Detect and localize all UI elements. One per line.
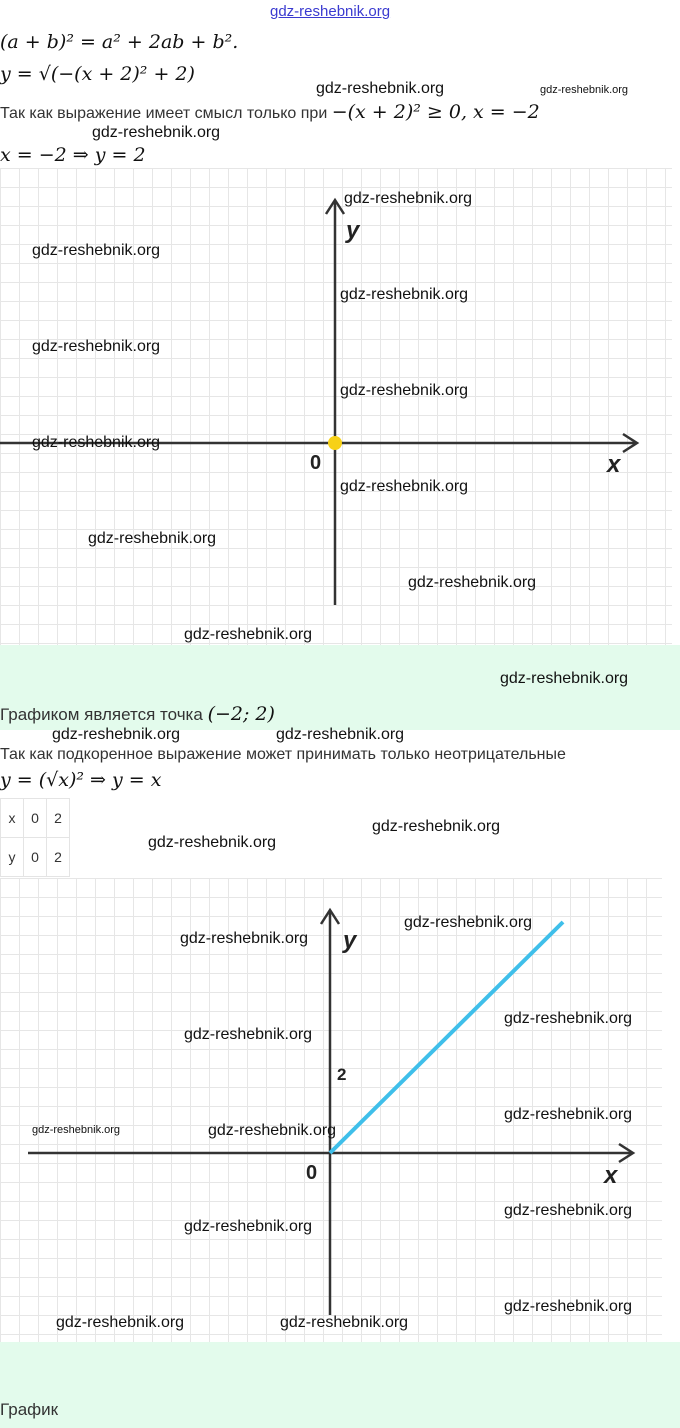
graph2-x-label: x	[604, 1162, 618, 1189]
watermark: gdz-reshebnik.org	[276, 726, 405, 743]
graph2-line-y-equals-x	[328, 920, 565, 1155]
graph1-y-arrow	[324, 197, 346, 215]
graph1-origin-label: 0	[310, 452, 322, 474]
caption2: График	[0, 1400, 59, 1419]
table-cell: y	[0, 837, 24, 877]
caption1: Графиком является точка (−2; 2)	[0, 702, 275, 726]
graph1-x-label: x	[607, 451, 621, 478]
watermark: gdz-reshebnik.org	[340, 382, 469, 399]
watermark: gdz-reshebnik.org	[208, 1122, 337, 1139]
formula-result: x = −2 ⇒ y = 2	[0, 144, 146, 166]
graph2-tick-2: 2	[337, 1065, 347, 1084]
watermark: gdz-reshebnik.org	[504, 1298, 633, 1315]
watermark: gdz-reshebnik.org	[372, 818, 501, 835]
watermark: gdz-reshebnik.org	[504, 1106, 633, 1123]
graph2-x-arrow	[618, 1142, 636, 1164]
watermark: gdz-reshebnik.org	[92, 124, 221, 141]
caption1-text: Графиком является точка	[0, 705, 203, 724]
watermark: gdz-reshebnik.org	[504, 1202, 633, 1219]
table-row: y 0 2	[0, 837, 70, 877]
table-cell: x	[0, 798, 24, 838]
table-cell: 2	[46, 798, 70, 838]
watermark: gdz-reshebnik.org	[340, 286, 469, 303]
watermark: gdz-reshebnik.org	[344, 190, 473, 207]
formula-sqrt: y = (√x)² ⇒ y = x	[0, 769, 162, 791]
watermark: gdz-reshebnik.org	[540, 84, 629, 96]
watermark: gdz-reshebnik.org	[500, 670, 629, 687]
watermark: gdz-reshebnik.org	[280, 1314, 409, 1331]
caption1-band	[0, 645, 680, 730]
watermark: gdz-reshebnik.org	[408, 574, 537, 591]
table-row: x 0 2	[0, 798, 70, 838]
table-cell: 2	[46, 837, 70, 877]
watermark: gdz-reshebnik.org	[316, 80, 445, 97]
watermark: gdz-reshebnik.org	[52, 726, 181, 743]
graph2-y-arrow	[319, 907, 341, 925]
text-condition: Так как выражение имеет смысл только при…	[0, 100, 540, 124]
watermark: gdz-reshebnik.org	[504, 1010, 633, 1027]
table-cell: 0	[23, 837, 47, 877]
graph1-point	[328, 436, 342, 450]
watermark: gdz-reshebnik.org	[184, 626, 313, 643]
watermark: gdz-reshebnik.org	[404, 914, 533, 931]
watermark: gdz-reshebnik.org	[88, 530, 217, 547]
graph1-x-arrow	[622, 432, 640, 454]
watermark: gdz-reshebnik.org	[56, 1314, 185, 1331]
watermark: gdz-reshebnik.org	[148, 834, 277, 851]
watermark-link[interactable]: gdz-reshebnik.org	[270, 3, 391, 20]
formula-square: (a + b)² = a² + 2ab + b².	[0, 31, 239, 53]
watermark: gdz-reshebnik.org	[180, 930, 309, 947]
text-nonnegative: Так как подкоренное выражение может прин…	[0, 746, 566, 763]
watermark: gdz-reshebnik.org	[32, 1124, 121, 1136]
watermark: gdz-reshebnik.org	[184, 1026, 313, 1043]
formula-function: y = √(−(x + 2)² + 2)	[0, 63, 195, 85]
graph1-y-label: y	[346, 217, 360, 244]
watermark: gdz-reshebnik.org	[340, 478, 469, 495]
graph2-y-label: y	[343, 927, 357, 954]
graph2-origin-label: 0	[306, 1162, 318, 1184]
values-table: x 0 2 y 0 2	[0, 798, 70, 877]
watermark: gdz-reshebnik.org	[32, 242, 161, 259]
condition-text: Так как выражение имеет смысл только при	[0, 105, 328, 122]
caption1-point: (−2; 2)	[207, 703, 275, 725]
watermark: gdz-reshebnik.org	[32, 434, 161, 451]
watermark: gdz-reshebnik.org	[184, 1218, 313, 1235]
table-cell: 0	[23, 798, 47, 838]
watermark: gdz-reshebnik.org	[32, 338, 161, 355]
condition-formula: −(x + 2)² ≥ 0, x = −2	[331, 101, 540, 123]
